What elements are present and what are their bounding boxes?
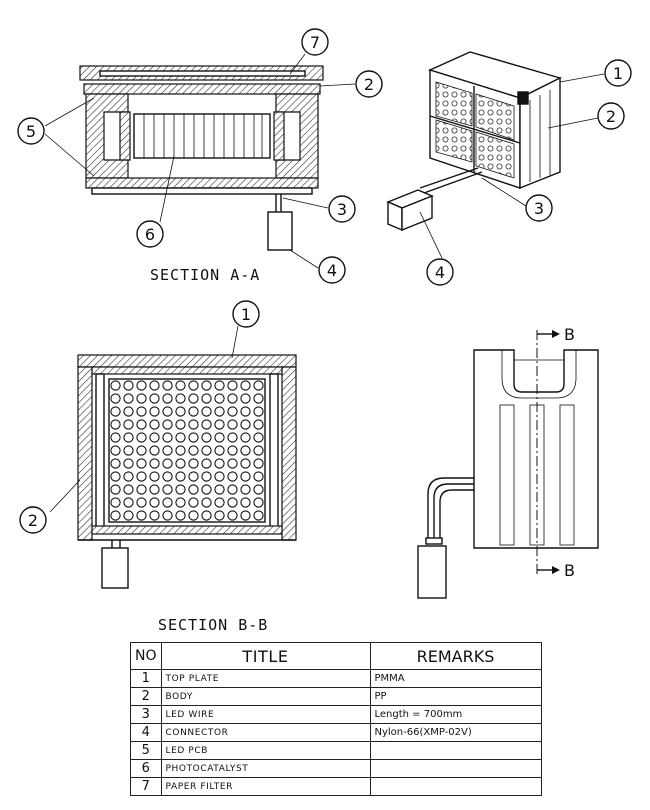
- table-row: 1 TOP PLATE PMMA: [130, 669, 542, 688]
- row-no: 6: [130, 759, 162, 778]
- header-title: TITLE: [160, 642, 371, 670]
- row-no: 3: [130, 705, 162, 724]
- row-title: LED WIRE: [160, 705, 371, 724]
- section-b-label: SECTION B-B: [158, 616, 268, 634]
- row-remarks: [369, 777, 542, 796]
- a-bottom-plate: [85, 177, 319, 189]
- a-photocatalyst: [133, 113, 271, 159]
- callout-6-a: 6: [136, 220, 164, 248]
- section-a-label: SECTION A-A: [150, 266, 260, 284]
- side-connector: [417, 545, 447, 599]
- svg-text:1: 1: [613, 64, 623, 83]
- svg-text:1: 1: [241, 305, 251, 324]
- parts-table: NO TITLE REMARKS 1 TOP PLATE PMMA 2 BODY…: [130, 642, 542, 796]
- side-view-body: [473, 349, 599, 549]
- b-leaders: [49, 325, 239, 513]
- table-row: 3 LED WIRE Length = 700mm: [130, 705, 542, 724]
- row-title: BODY: [160, 687, 371, 706]
- row-remarks: Length = 700mm: [369, 705, 542, 724]
- callout-7-a: 7: [301, 28, 329, 56]
- a-leaders: [44, 53, 356, 269]
- svg-text:7: 7: [310, 33, 320, 52]
- callout-3-iso: 3: [525, 194, 553, 222]
- row-remarks: [369, 741, 542, 760]
- b-body-left-wall: [77, 366, 93, 541]
- row-no: 7: [130, 777, 162, 796]
- a-paper-filter: [83, 83, 321, 95]
- row-remarks: [369, 759, 542, 778]
- callout-2-a: 2: [355, 70, 383, 98]
- row-no: 2: [130, 687, 162, 706]
- svg-text:4: 4: [327, 261, 337, 280]
- table-row: 6 PHOTOCATALYST: [130, 759, 542, 778]
- a-led-pcb-right: [273, 111, 285, 161]
- svg-text:4: 4: [435, 263, 445, 282]
- callout-4-a: 4: [318, 256, 346, 284]
- row-no: 1: [130, 669, 162, 688]
- callout-4-iso: 4: [426, 258, 454, 286]
- row-title: TOP PLATE: [160, 669, 371, 688]
- row-title: PHOTOCATALYST: [160, 759, 371, 778]
- section-a-view: [79, 65, 324, 251]
- svg-text:2: 2: [364, 75, 374, 94]
- iso-connector: [401, 194, 433, 232]
- row-no: 4: [130, 723, 162, 742]
- callout-5-a: 5: [17, 117, 45, 145]
- row-no: 5: [130, 741, 162, 760]
- side-view: [417, 330, 599, 599]
- row-title: PAPER FILTER: [160, 777, 371, 796]
- callout-1-b: 1: [232, 300, 260, 328]
- cut-mark-top: B: [564, 325, 575, 344]
- svg-text:2: 2: [606, 107, 616, 126]
- a-connector: [267, 211, 293, 251]
- b-photocatalyst-grid: [108, 378, 266, 523]
- callout-2-iso: 2: [597, 102, 625, 130]
- header-no: NO: [130, 642, 162, 670]
- svg-text:3: 3: [534, 199, 544, 218]
- a-led-pcb-left: [119, 111, 131, 161]
- svg-text:2: 2: [28, 511, 38, 530]
- section-b-view: [77, 354, 297, 589]
- isometric-view: [386, 51, 562, 232]
- b-top-plate: [77, 354, 297, 368]
- cut-mark-bottom: B: [564, 561, 575, 580]
- b-connector: [101, 547, 129, 589]
- table-row: 7 PAPER FILTER: [130, 777, 542, 796]
- iso-leaders: [419, 73, 605, 259]
- table-row: 4 CONNECTOR Nylon-66(XMP-02V): [130, 723, 542, 742]
- callout-3-a: 3: [328, 195, 356, 223]
- row-title: LED PCB: [160, 741, 371, 760]
- table-row: 2 BODY PP: [130, 687, 542, 706]
- table-row: 5 LED PCB: [130, 741, 542, 760]
- row-remarks: PP: [369, 687, 542, 706]
- row-remarks: Nylon-66(XMP-02V): [369, 723, 542, 742]
- svg-text:6: 6: [145, 225, 155, 244]
- row-title: CONNECTOR: [160, 723, 371, 742]
- table-header-row: NO TITLE REMARKS: [130, 642, 542, 670]
- b-body-right-wall: [281, 366, 297, 541]
- svg-text:3: 3: [337, 200, 347, 219]
- callout-1-iso: 1: [604, 59, 632, 87]
- header-remarks: REMARKS: [369, 642, 542, 670]
- row-remarks: PMMA: [369, 669, 542, 688]
- svg-text:5: 5: [26, 122, 36, 141]
- callout-2-b: 2: [19, 506, 47, 534]
